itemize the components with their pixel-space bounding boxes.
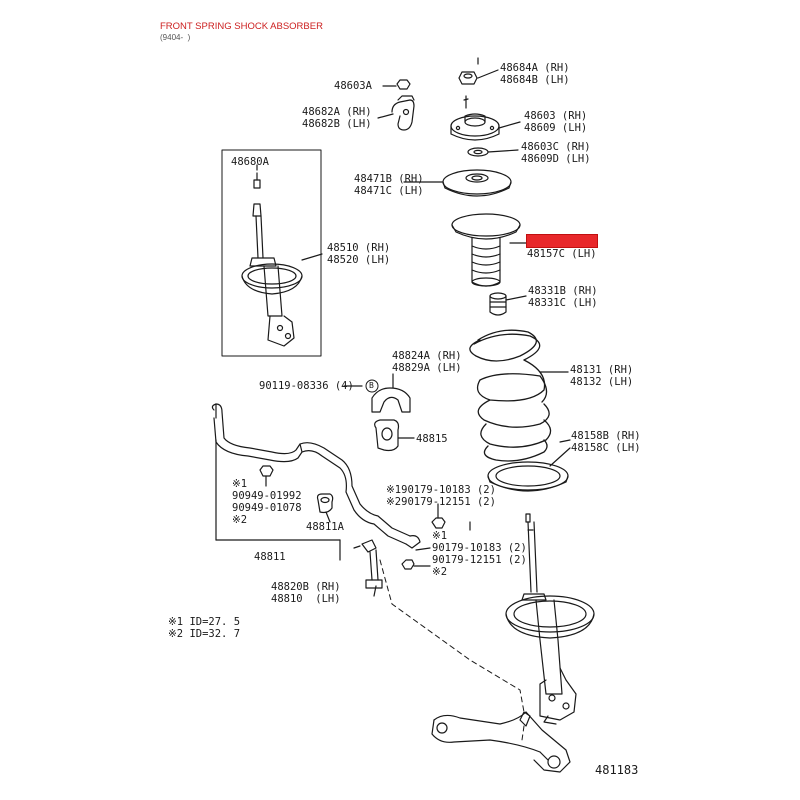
part-label-481183: 481183 (595, 763, 639, 777)
nut-90949 (259, 465, 274, 487)
lower-arm-481183 (431, 711, 571, 773)
part-label-48603: 48603 (RH) 48609 (LH) (524, 110, 588, 134)
nut-48684 (458, 69, 499, 85)
part-label-48820: 48820B (RH) 48810 (LH) (271, 581, 341, 605)
shock-absorber-48510 (505, 513, 595, 725)
part-label-90179b: ※1 90179-10183 (2) 90179-12151 (2) ※2 (432, 530, 527, 578)
part-label-48811A: 48811A (306, 521, 344, 533)
spring-insulator-48158 (487, 439, 571, 492)
id-notes: ※1 ID=27. 5 ※2 ID=32. 7 (168, 616, 241, 640)
dust-boot-48157 (451, 213, 527, 287)
bushing-48811A (316, 493, 334, 523)
part-label-48684: 48684A (RH) 48684B (LH) (500, 62, 570, 86)
part-label-90179a: ※190179-10183 (2) ※290179-12151 (2) (386, 484, 496, 508)
inset-shock-assembly (221, 149, 323, 357)
nut-48603A (382, 79, 411, 90)
diagram-subtitle: (9404- ) (160, 33, 191, 42)
part-label-48603A: 48603A (334, 80, 372, 92)
part-label-48815: 48815 (416, 433, 448, 445)
coil-spring-48131 (469, 329, 569, 462)
part-label-48603C: 48603C (RH) 48609D (LH) (521, 141, 591, 165)
spring-seat-48471 (403, 169, 512, 197)
part-label-48682: 48682A (RH) 48682B (LH) (302, 106, 372, 130)
part-label-48680A: 48680A (231, 156, 269, 168)
bump-stop-48331 (489, 292, 527, 316)
part-label-48157C: 48157C (LH) (527, 248, 597, 260)
part-label-48811: 48811 (254, 551, 286, 563)
part-label-48131: 48131 (RH) 48132 (LH) (570, 364, 634, 388)
dashed-assembly-line (379, 559, 525, 741)
nut-90179a (431, 503, 446, 529)
diagram-title: FRONT SPRING SHOCK ABSORBER (160, 21, 323, 32)
stabilizer-bar-48811 (211, 403, 421, 561)
nut-90179b (401, 559, 431, 570)
bushing-48815 (374, 419, 415, 452)
circle-b-marker (365, 379, 379, 393)
bracket-48824 (343, 373, 411, 413)
stabilizer-link-48820 (353, 539, 383, 589)
circle-b-label: B (369, 381, 374, 390)
upper-support-48603 (450, 113, 521, 141)
part-label-90949: ※1 90949-01992 90949-01078 ※2 (232, 478, 302, 526)
bracket-48682 (377, 95, 469, 131)
bearing-48603C (467, 147, 519, 157)
part-label-48510: 48510 (RH) 48520 (LH) (327, 242, 391, 266)
part-label-48471: 48471B (RH) 48471C (LH) (354, 173, 424, 197)
part-label-90119: 90119-08336 (4) (259, 380, 354, 392)
part-label-48157B-highlighted[interactable]: 48157B (RH) (526, 234, 598, 248)
part-label-48158: 48158B (RH) 48158C (LH) (571, 430, 641, 454)
part-label-48824: 48824A (RH) 48829A (LH) (392, 350, 462, 374)
part-label-48331: 48331B (RH) 48331C (LH) (528, 285, 598, 309)
